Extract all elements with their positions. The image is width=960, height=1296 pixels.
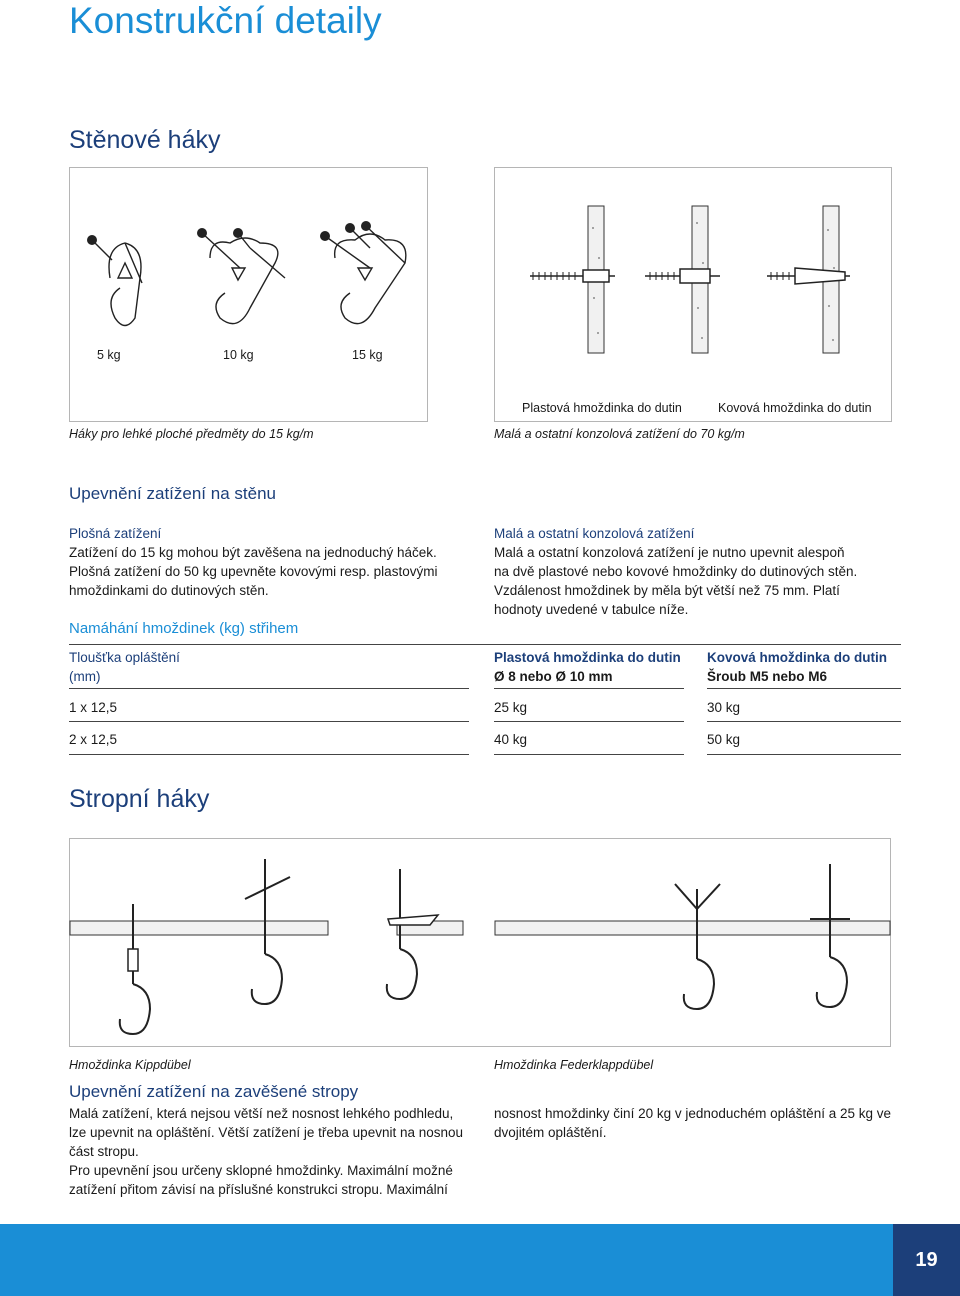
label-metal-dowel: Kovová hmoždinka do dutin (718, 401, 872, 415)
text-block-flat-loads: Plošná zatížení Zatížení do 15 kg mohou … (69, 524, 469, 600)
text-block-ceiling-left: Malá zatížení, která nejsou větší než no… (69, 1104, 479, 1199)
text-line: na dvě plastové nebo kovové hmoždinky do… (494, 564, 858, 579)
caption-wall-hooks: Háky pro lehké ploché předměty do 15 kg/… (69, 427, 314, 441)
subheading-console-loads: Malá a ostatní konzolová zatížení (494, 526, 695, 541)
table-cell: 25 kg (494, 700, 528, 715)
section-heading-wall-fixing: Upevnění zatížení na stěnu (69, 484, 276, 503)
table-rule (494, 688, 684, 689)
figure-wall-dowels: Plastová hmoždinka do dutin Kovová hmožd… (494, 167, 892, 422)
table-title-text: Namáhání hmoždinek (kg) střihem (69, 620, 299, 637)
table-cell: 30 kg (707, 700, 741, 715)
page-title: Konstrukční detaily (69, 0, 382, 41)
caption-kippdubel: Hmoždinka Kippdübel (69, 1058, 191, 1072)
hook-load-label-15kg: 15 kg (352, 348, 383, 362)
text-line: Malá a ostatní konzolová zatížení je nut… (494, 545, 845, 560)
wall-hooks-illustration (87, 221, 407, 327)
table-header-line: (mm) (69, 669, 101, 684)
table-rule (707, 721, 901, 722)
table-cell: 50 kg (707, 732, 741, 747)
subheading-flat-loads: Plošná zatížení (69, 526, 162, 541)
table-header-line: Ø 8 nebo Ø 10 mm (494, 669, 613, 684)
text-block-console-loads: Malá a ostatní konzolová zatížení Malá a… (494, 524, 894, 619)
label-plastic-dowel: Plastová hmoždinka do dutin (522, 401, 682, 415)
table-header-line: Tloušťka opláštění (69, 650, 180, 665)
section-heading-wall-hooks: Stěnové háky (69, 126, 221, 154)
hook-load-label-10kg: 10 kg (223, 348, 254, 362)
table-cell: 2 x 12,5 (69, 732, 118, 747)
hook-load-label-5kg: 5 kg (97, 348, 121, 362)
table-top-rule (69, 644, 901, 645)
figure-wall-hooks: 5 kg 10 kg 15 kg (69, 167, 428, 422)
text-line: Pro upevnění jsou určeny sklopné hmoždin… (69, 1163, 453, 1178)
section-heading-ceiling-hooks: Stropní háky (69, 785, 210, 813)
table-cell: 1 x 12,5 (69, 700, 118, 715)
table-rule (69, 721, 469, 722)
table-header-metal: Kovová hmoždinka do dutin Šroub M5 nebo … (707, 648, 887, 686)
text-line: část stropu. (69, 1144, 139, 1159)
table-rule (707, 754, 901, 755)
table-header-line: Kovová hmoždinka do dutin (707, 650, 888, 665)
ceiling-hooks-illustration (69, 859, 891, 1036)
table-header-thickness: Tloušťka opláštění (mm) (69, 648, 180, 686)
text-line: Zatížení do 15 kg mohou být zavěšena na … (69, 545, 437, 560)
footer-bar (0, 1224, 960, 1296)
text-line: Malá zatížení, která nejsou větší než no… (69, 1106, 454, 1121)
table-cell: 40 kg (494, 732, 528, 747)
text-line: hmoždinkami do dutinových stěn. (69, 583, 269, 598)
table-header-line: Šroub M5 nebo M6 (707, 669, 828, 684)
table-rule (707, 688, 901, 689)
figure-ceiling-hooks (69, 838, 891, 1047)
subheading-suspended-ceilings: Upevnění zatížení na zavěšené stropy (69, 1082, 359, 1101)
table-header-line: Plastová hmoždinka do dutin (494, 650, 681, 665)
text-line: dvojitém opláštění. (494, 1125, 607, 1140)
text-line: nosnost hmoždinky činí 20 kg v jednoduch… (494, 1106, 891, 1121)
table-header-plastic: Plastová hmoždinka do dutin Ø 8 nebo Ø 1… (494, 648, 681, 686)
caption-federklappdubel: Hmoždinka Federklappdübel (494, 1058, 654, 1072)
text-line: Vzdálenost hmoždinek by měla být větší n… (494, 583, 840, 598)
text-line: Plošná zatížení do 50 kg upevněte kovový… (69, 564, 438, 579)
text-block-ceiling-right: nosnost hmoždinky činí 20 kg v jednoduch… (494, 1104, 904, 1142)
text-line: lze upevnit na opláštění. Větší zatížení… (69, 1125, 464, 1140)
table-title: Namáhání hmoždinek (kg) střihem (69, 620, 298, 637)
wall-dowels-illustration (530, 205, 850, 354)
table-rule (69, 754, 469, 755)
table-rule (494, 754, 684, 755)
page-number: 19 (893, 1224, 960, 1296)
caption-wall-dowels: Malá a ostatní konzolová zatížení do 70 … (494, 427, 745, 441)
text-line: hodnoty uvedené v tabulce níže. (494, 602, 689, 617)
table-rule (494, 721, 684, 722)
table-rule (69, 688, 469, 689)
text-line: zatížení přitom závisí na příslušné kons… (69, 1182, 448, 1197)
